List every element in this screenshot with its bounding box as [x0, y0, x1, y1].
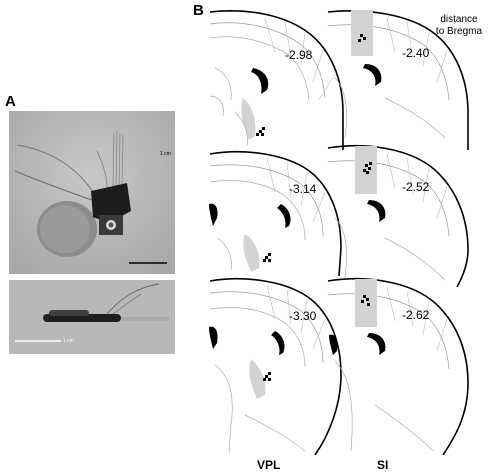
vpl-distance-3: -3.30 [289, 309, 317, 323]
vpl-column-label: VPL [257, 458, 281, 472]
vpl-section-2 [205, 148, 345, 276]
panel-b-label: B [193, 2, 204, 19]
implant-photo-bottom [9, 280, 175, 354]
si-distance-2: -2.52 [402, 180, 430, 194]
si-distance-1: -2.40 [402, 46, 430, 60]
si-section-3 [325, 275, 470, 455]
scale-label-top: 1 cm [160, 151, 171, 157]
vpl-distance-1: -2.98 [285, 48, 313, 62]
si-section-1 [325, 8, 470, 150]
bregma-legend: distance to Bregma [430, 14, 488, 38]
legend-line-1: distance [440, 14, 478, 25]
vpl-distance-2: -3.14 [289, 182, 317, 196]
si-column-label: SI [377, 458, 389, 472]
scale-label-bottom: 1 cm [63, 338, 74, 344]
vpl-section-1 [205, 8, 345, 150]
si-distance-3: -2.62 [402, 308, 430, 322]
si-section-2 [325, 142, 470, 287]
implant-photo-top [9, 111, 175, 274]
vpl-section-3 [205, 275, 345, 455]
legend-line-2: to Bregma [435, 26, 483, 37]
panel-a-label: A [5, 93, 16, 110]
